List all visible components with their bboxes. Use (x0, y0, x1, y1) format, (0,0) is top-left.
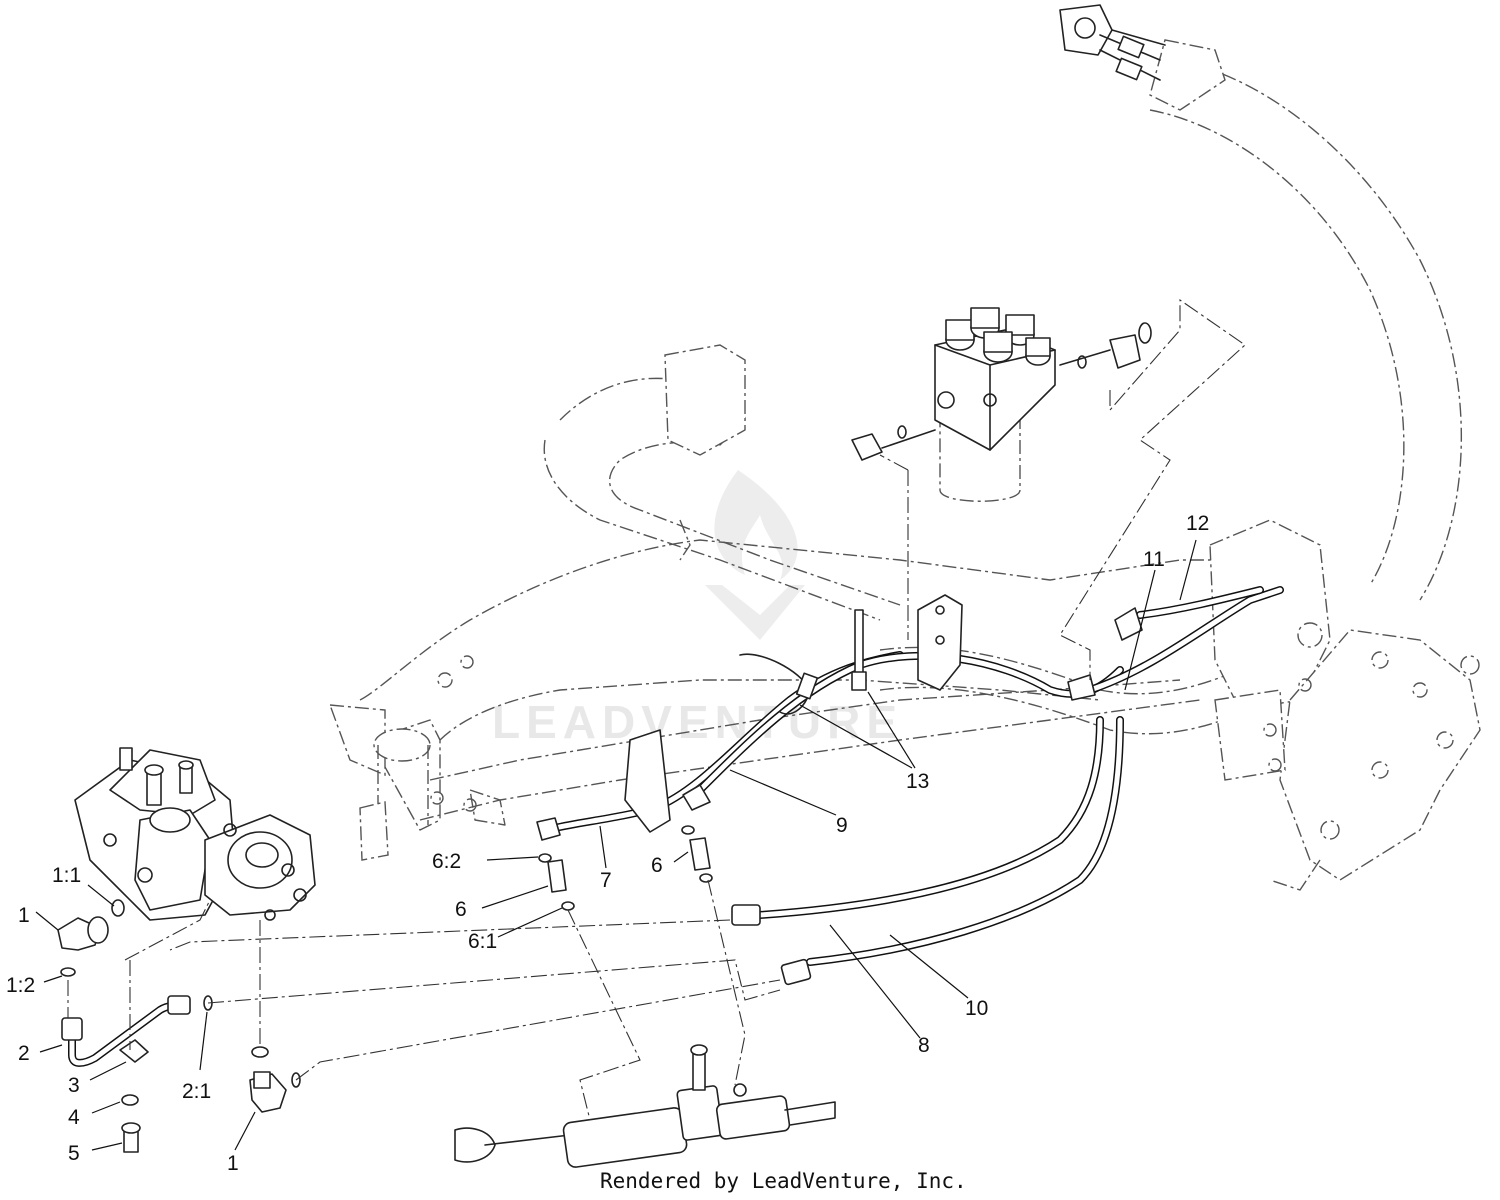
footer-credit: Rendered by LeadVenture, Inc. (600, 1169, 967, 1193)
centre-lines (67, 298, 1246, 1121)
callout-labels: 1 1:1 1:2 2 2:1 3 4 5 1 6:2 6 6:1 7 6 9 … (6, 512, 1209, 1175)
hose-8 (731, 716, 1104, 926)
callout-1-2: 1:2 (6, 974, 35, 997)
callout-12: 12 (1186, 512, 1209, 535)
steering-cylinder (454, 1044, 836, 1168)
callout-6-right: 6 (651, 854, 663, 877)
chassis-frame (328, 344, 1271, 861)
fitting-6-right (681, 825, 713, 883)
callout-4: 4 (68, 1106, 80, 1129)
callout-1-1: 1:1 (52, 864, 81, 887)
callout-9: 9 (836, 814, 848, 837)
cable-ties (739, 609, 867, 715)
callout-7: 7 (600, 869, 612, 892)
clamp-3 (119, 1039, 149, 1063)
frame-bracket (624, 594, 963, 833)
callout-1-bottom: 1 (227, 1152, 239, 1175)
tube-2 (61, 995, 213, 1067)
callout-2-1: 2:1 (182, 1080, 211, 1103)
hydraulic-pump (74, 747, 316, 921)
callout-1-top: 1 (18, 904, 30, 927)
callout-6-2: 6:2 (432, 850, 461, 873)
fitting-1-elbow-top (57, 899, 125, 977)
leader-lines (35, 539, 1197, 1151)
steering-column (1059, 4, 1462, 601)
hose-11 (1067, 586, 1284, 701)
bolt-5 (121, 1122, 141, 1153)
hose-10 (780, 716, 1124, 986)
fitting-1-elbow-bottom (249, 1046, 301, 1113)
steering-control-valve (851, 307, 1152, 502)
watermark-flame-logo (714, 470, 798, 580)
washer-4 (121, 1094, 139, 1106)
callout-8: 8 (918, 1034, 930, 1057)
callout-6-left: 6 (455, 898, 467, 921)
watermark-v-logo (705, 585, 805, 640)
watermark-text: LEADVENTURE (492, 696, 903, 748)
callout-11: 11 (1143, 548, 1165, 571)
callout-13: 13 (906, 770, 929, 793)
fitting-6-left (538, 853, 575, 911)
callout-2: 2 (18, 1042, 30, 1065)
leadventure-watermark: LEADVENTURE (492, 470, 903, 748)
callout-10: 10 (965, 997, 988, 1020)
front-axle-spindle (1209, 519, 1481, 891)
callout-6-1: 6:1 (468, 930, 497, 953)
hose-12 (1114, 586, 1264, 641)
callout-5: 5 (68, 1142, 80, 1165)
callout-3: 3 (68, 1074, 80, 1097)
